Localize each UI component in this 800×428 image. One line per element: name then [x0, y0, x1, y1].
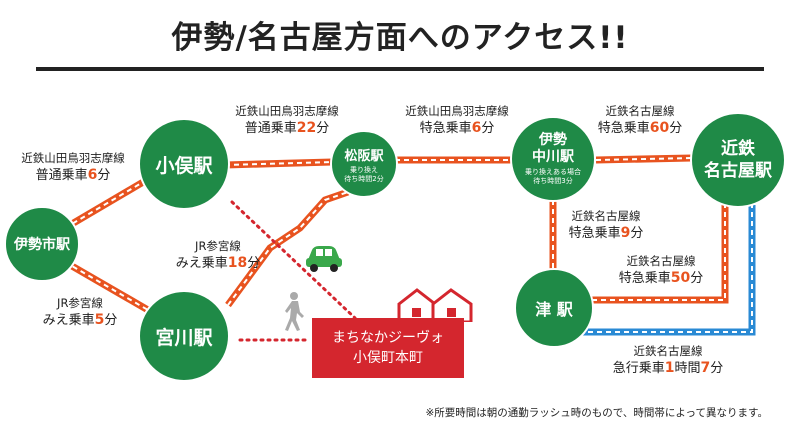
line-obata-destination	[230, 200, 357, 320]
route-label-iseshi-obata: 近鉄山田鳥羽志摩線 普通乗車6分	[6, 150, 140, 184]
travel-time: 6	[87, 167, 98, 183]
station-miyagawa: 宮川駅	[138, 290, 230, 382]
station-label-line1: 伊勢	[539, 132, 567, 148]
station-label: 宮川駅	[155, 326, 213, 349]
car-icon	[306, 246, 342, 272]
station-label-line2: 中川駅	[532, 149, 574, 165]
destination-box: まちなかジーヴォ 小俣町本町	[312, 318, 464, 378]
route-label-obata-matsusaka: 近鉄山田鳥羽志摩線 普通乗車22分	[222, 103, 352, 137]
route-label-nakagawa-nagoya: 近鉄名古屋線 特急乗車60分	[586, 103, 694, 137]
travel-time: 6	[471, 120, 482, 136]
service-type: 特急乗車	[419, 121, 472, 136]
station-label: 小俣駅	[155, 154, 213, 177]
time-unit: 分	[247, 256, 261, 271]
station-kintetsu-nagoya: 近鉄 名古屋駅	[690, 112, 786, 208]
travel-time: 9	[620, 225, 631, 241]
line-name: 近鉄山田鳥羽志摩線	[235, 104, 339, 118]
station-label: 松阪駅	[344, 148, 384, 164]
footnote: ※所要時間は朝の通勤ラッシュ時のもので、時間帯によって異なります。	[425, 407, 769, 419]
service-type: みえ乗車	[42, 313, 95, 328]
station-iseshi: 伊勢市駅	[4, 206, 80, 282]
line-name: 近鉄名古屋線	[633, 344, 703, 358]
houses-icon	[397, 288, 473, 322]
station-matsusaka: 松阪駅 乗り換え 待ち時間2分	[330, 130, 398, 198]
service-type: 特急乗車	[568, 226, 621, 241]
line-iseshi-obata	[63, 174, 152, 232]
service-type: 普通乗車	[35, 168, 88, 183]
service-type: みえ乗車	[175, 256, 228, 271]
station-label-line2: 名古屋駅	[704, 161, 772, 181]
hour-unit: 時間	[674, 361, 701, 376]
line-name: JR参宮線	[57, 296, 103, 310]
line-obata-matsusaka	[224, 158, 333, 169]
time-unit: 分	[710, 361, 724, 376]
route-label-iseshi-miyagawa: JR参宮線 みえ乗車5分	[32, 295, 128, 329]
station-tsu: 津 駅	[514, 268, 594, 348]
station-obata: 小俣駅	[138, 118, 230, 210]
line-name: 近鉄名古屋線	[605, 104, 675, 118]
time-unit: 分	[104, 313, 118, 328]
transfer-note: 乗り換えある場合 待ち時間3分	[525, 168, 581, 185]
route-label-matsusaka-nakagawa: 近鉄山田鳥羽志摩線 特急乗車6分	[392, 103, 522, 137]
time-unit: 分	[630, 226, 644, 241]
line-miyagawa-matsusaka	[225, 188, 350, 308]
travel-time: 22	[296, 120, 317, 136]
destination-address: 小俣町本町	[353, 350, 423, 366]
line-name: 近鉄名古屋線	[571, 209, 641, 223]
time-unit: 分	[316, 121, 330, 136]
line-name: JR参宮線	[195, 239, 241, 253]
line-iseshi-miyagawa	[63, 258, 150, 314]
line-tsu-nagoya-local	[570, 205, 756, 336]
travel-time: 5	[94, 312, 105, 328]
time-unit: 分	[690, 271, 704, 286]
station-ise-nakagawa: 伊勢 中川駅 乗り換えある場合 待ち時間3分	[510, 116, 596, 202]
service-type: 急行乗車	[612, 361, 665, 376]
destination-name: まちなかジーヴォ	[332, 330, 444, 346]
station-label-line1: 近鉄	[721, 139, 755, 159]
service-type: 特急乗車	[597, 121, 650, 136]
route-label-tsu-nagoya-express: 近鉄名古屋線 特急乗車50分	[606, 253, 716, 287]
travel-time: 60	[649, 120, 670, 136]
time-unit: 分	[669, 121, 683, 136]
service-type: 特急乗車	[618, 271, 671, 286]
route-label-nakagawa-tsu: 近鉄名古屋線 特急乗車9分	[558, 208, 654, 242]
line-name: 近鉄名古屋線	[626, 254, 696, 268]
travel-time: 7	[700, 360, 711, 376]
route-label-tsu-nagoya-local: 近鉄名古屋線 急行乗車1時間7分	[598, 343, 738, 377]
time-unit: 分	[97, 168, 111, 183]
transfer-note: 乗り換え 待ち時間2分	[344, 165, 384, 183]
station-label: 津 駅	[535, 300, 573, 319]
station-label: 伊勢市駅	[14, 237, 70, 253]
time-unit: 分	[481, 121, 495, 136]
line-nakagawa-nagoya	[595, 154, 693, 164]
line-tsu-nagoya-express	[592, 205, 729, 304]
service-type: 普通乗車	[244, 121, 297, 136]
walking-person-icon	[285, 292, 304, 331]
page-title: 伊勢/名古屋方面へのアクセス!!	[171, 20, 629, 56]
title-underline	[36, 67, 764, 71]
travel-time: 18	[227, 255, 248, 271]
line-name: 近鉄山田鳥羽志摩線	[405, 104, 509, 118]
route-label-miyagawa-matsusaka: JR参宮線 みえ乗車18分	[170, 238, 266, 272]
travel-time: 50	[670, 270, 691, 286]
travel-time-hours: 1	[664, 360, 675, 376]
line-name: 近鉄山田鳥羽志摩線	[21, 151, 125, 165]
